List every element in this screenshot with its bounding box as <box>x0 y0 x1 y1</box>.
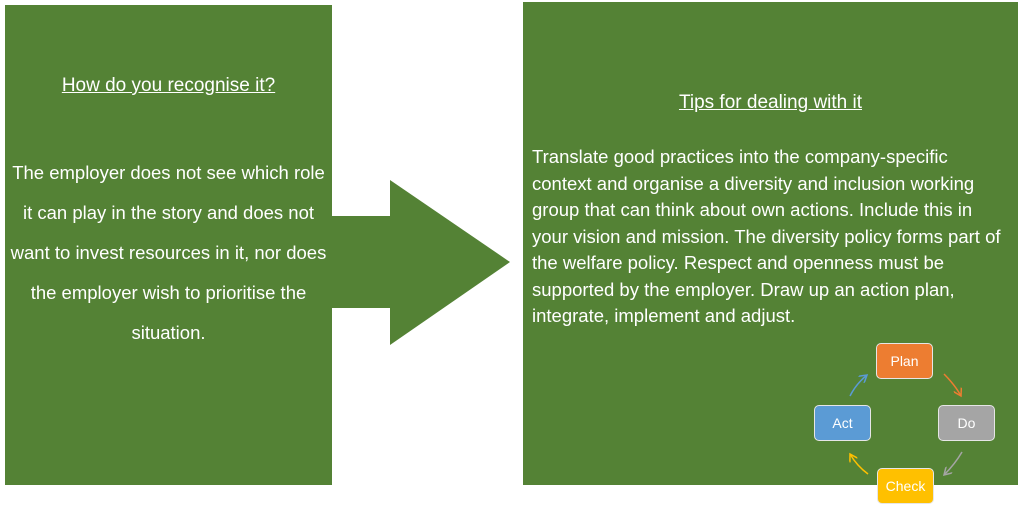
arrow-act-to-plan-icon <box>849 375 867 397</box>
arrow-plan-to-do-icon <box>943 373 961 396</box>
cycle-step-check: Check <box>877 468 934 504</box>
cycle-step-act: Act <box>814 405 871 441</box>
cycle-step-plan: Plan <box>876 343 933 379</box>
tips-panel: Tips for dealing with it Translate good … <box>523 2 1018 485</box>
recognise-text: The employer does not see which role it … <box>10 162 327 343</box>
arrow-do-to-check-icon <box>944 451 963 475</box>
tips-heading: Tips for dealing with it <box>678 92 863 113</box>
recognise-heading: How do you recognise it? <box>61 75 276 96</box>
cycle-step-do: Do <box>938 405 995 441</box>
tips-text: Translate good practices into the compan… <box>532 146 1001 326</box>
arrow-check-to-act-icon <box>850 454 869 475</box>
right-arrow-icon <box>332 180 510 345</box>
recognise-panel: How do you recognise it? The employer do… <box>5 5 332 485</box>
